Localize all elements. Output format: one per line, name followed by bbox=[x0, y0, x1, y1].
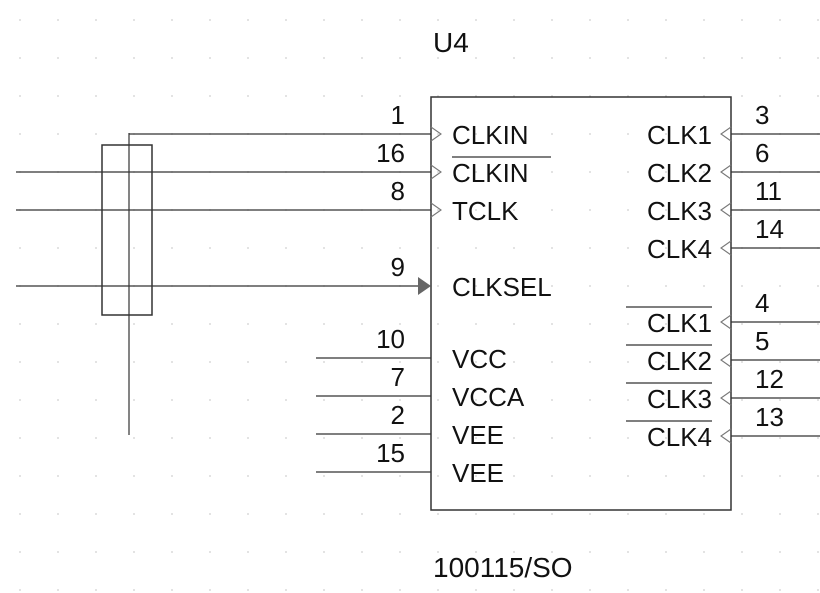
clock-indicator-icon bbox=[720, 126, 732, 142]
reference-designator: U4 bbox=[433, 27, 469, 58]
pin-name: CLK1 bbox=[647, 120, 712, 150]
pin-number: 14 bbox=[755, 214, 784, 244]
ic-body[interactable] bbox=[430, 96, 732, 511]
clock-indicator-icon bbox=[430, 126, 442, 142]
pin-number: 1 bbox=[391, 100, 405, 130]
pin-number: 12 bbox=[755, 364, 784, 394]
pin-number: 11 bbox=[755, 176, 782, 206]
clock-indicator-icon bbox=[720, 352, 732, 368]
pin-number: 9 bbox=[391, 252, 405, 282]
clock-indicator-icon bbox=[720, 314, 732, 330]
pin-number: 3 bbox=[755, 100, 769, 130]
wire-selection-box[interactable] bbox=[101, 144, 153, 316]
part-number: 100115/SO bbox=[433, 552, 573, 583]
input-arrow-icon bbox=[418, 277, 431, 295]
pin-name: CLK1 bbox=[647, 308, 712, 338]
pin-name: VEE bbox=[452, 458, 504, 488]
pin-name: VCC bbox=[452, 344, 507, 374]
pin-number: 13 bbox=[755, 402, 784, 432]
pin-number: 6 bbox=[755, 138, 769, 168]
pin-name: CLK4 bbox=[647, 234, 712, 264]
pin-name: CLK3 bbox=[647, 196, 712, 226]
pin-number: 7 bbox=[391, 362, 405, 392]
clock-indicator-icon bbox=[430, 202, 442, 218]
clock-indicator-icon bbox=[720, 240, 732, 256]
pin-number: 4 bbox=[755, 288, 769, 318]
clock-indicator-icon bbox=[720, 390, 732, 406]
pin-number: 5 bbox=[755, 326, 769, 356]
pin-name: VCCA bbox=[452, 382, 525, 412]
pin-number: 15 bbox=[376, 438, 405, 468]
pin-number: 2 bbox=[391, 400, 405, 430]
left-pin-group: 1CLKIN16CLKIN8TCLK9CLKSEL10VCC7VCCA2VEE1… bbox=[16, 100, 552, 488]
pin-name: TCLK bbox=[452, 196, 519, 226]
pin-name: CLK2 bbox=[647, 346, 712, 376]
pin-name: CLK4 bbox=[647, 422, 712, 452]
pin-number: 10 bbox=[376, 324, 405, 354]
pin-name: CLKIN bbox=[452, 158, 529, 188]
clock-indicator-icon bbox=[430, 164, 442, 180]
pin-number: 8 bbox=[391, 176, 405, 206]
pin-name: CLKSEL bbox=[452, 272, 552, 302]
pin-name: CLK2 bbox=[647, 158, 712, 188]
grid-dots bbox=[19, 19, 819, 591]
clock-indicator-icon bbox=[720, 202, 732, 218]
right-pin-group: 3CLK16CLK211CLK314CLK44CLK15CLK212CLK313… bbox=[626, 100, 820, 452]
pin-name: VEE bbox=[452, 420, 504, 450]
pin-number: 16 bbox=[376, 138, 405, 168]
clock-indicator-icon bbox=[720, 428, 732, 444]
pin-name: CLK3 bbox=[647, 384, 712, 414]
pin-name: CLKIN bbox=[452, 120, 529, 150]
clock-indicator-icon bbox=[720, 164, 732, 180]
